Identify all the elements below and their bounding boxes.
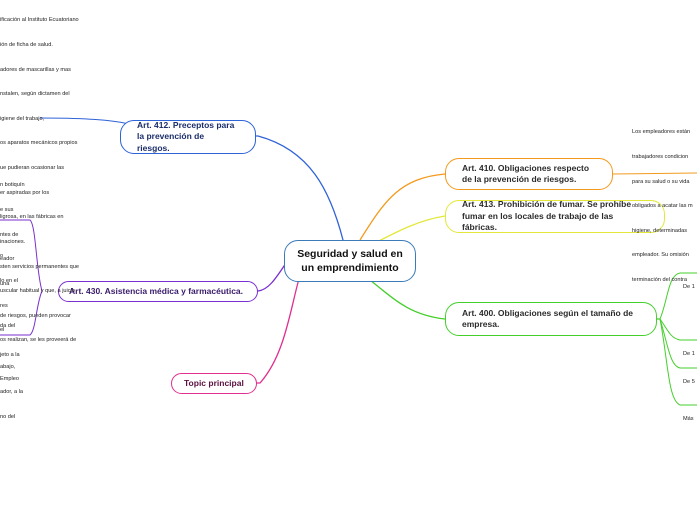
connector-art430-sub2 (0, 290, 43, 336)
node-topic-principal-label: Topic principal (184, 377, 244, 388)
connector-art410 (359, 173, 612, 241)
central-topic-label: Seguridad y salud en un emprendimiento (297, 247, 403, 274)
art430-top-text: n botiquín e sus ntes de eador una (0, 182, 25, 287)
connector-topic (173, 274, 301, 384)
connector-art400-item4 (659, 318, 697, 406)
node-art410[interactable]: Art. 410. Obligaciones respecto de la pr… (445, 158, 613, 190)
connector-art400-item3 (659, 318, 697, 369)
central-topic[interactable]: Seguridad y salud en un emprendimiento (284, 240, 416, 282)
art400-item-4: Más (683, 416, 694, 423)
connector-art430-sub1 (0, 219, 43, 292)
node-art413-label: Art. 413. Prohibición de fumar. Se prohí… (462, 199, 632, 233)
connector-art413 (374, 215, 446, 244)
node-topic-principal[interactable]: Topic principal (171, 373, 257, 394)
node-art412[interactable]: Art. 412. Preceptos para la prevención d… (120, 120, 256, 154)
art400-item-2: De 1 (683, 351, 695, 358)
node-art410-label: Art. 410. Obligaciones respecto de la pr… (462, 162, 590, 184)
art430-sub2-text: da del abajo, ador, a la no del (0, 323, 24, 420)
art400-item-3: De 5 (683, 379, 695, 386)
connector-art400-item1 (659, 272, 697, 320)
node-art412-label: Art. 412. Preceptos para la prevención d… (137, 119, 235, 153)
connector-art410-detail (611, 172, 697, 175)
connector-art412 (148, 135, 344, 241)
art400-item-1: De 1 (683, 284, 695, 291)
node-art413[interactable]: Art. 413. Prohibición de fumar. Se prohí… (445, 199, 665, 233)
art430-sub1-text: o lo en el res el jeto a la Empleo (0, 253, 20, 383)
connector-art400-item2 (659, 318, 697, 341)
node-art430[interactable]: Art. 430. Asistencia médica y farmacéuti… (58, 281, 258, 302)
node-art400-label: Art. 400. Obligaciones según el tamaño d… (462, 307, 633, 329)
connector-art400 (369, 279, 660, 320)
node-art400[interactable]: Art. 400. Obligaciones según el tamaño d… (445, 302, 657, 336)
node-art430-label: Art. 430. Asistencia médica y farmacéuti… (69, 285, 244, 296)
art410-detail-text: Los empleadores están trabajadores condi… (632, 129, 693, 284)
art412-detail-text: ificación al Instituto Ecuatoriano ión d… (0, 17, 79, 344)
